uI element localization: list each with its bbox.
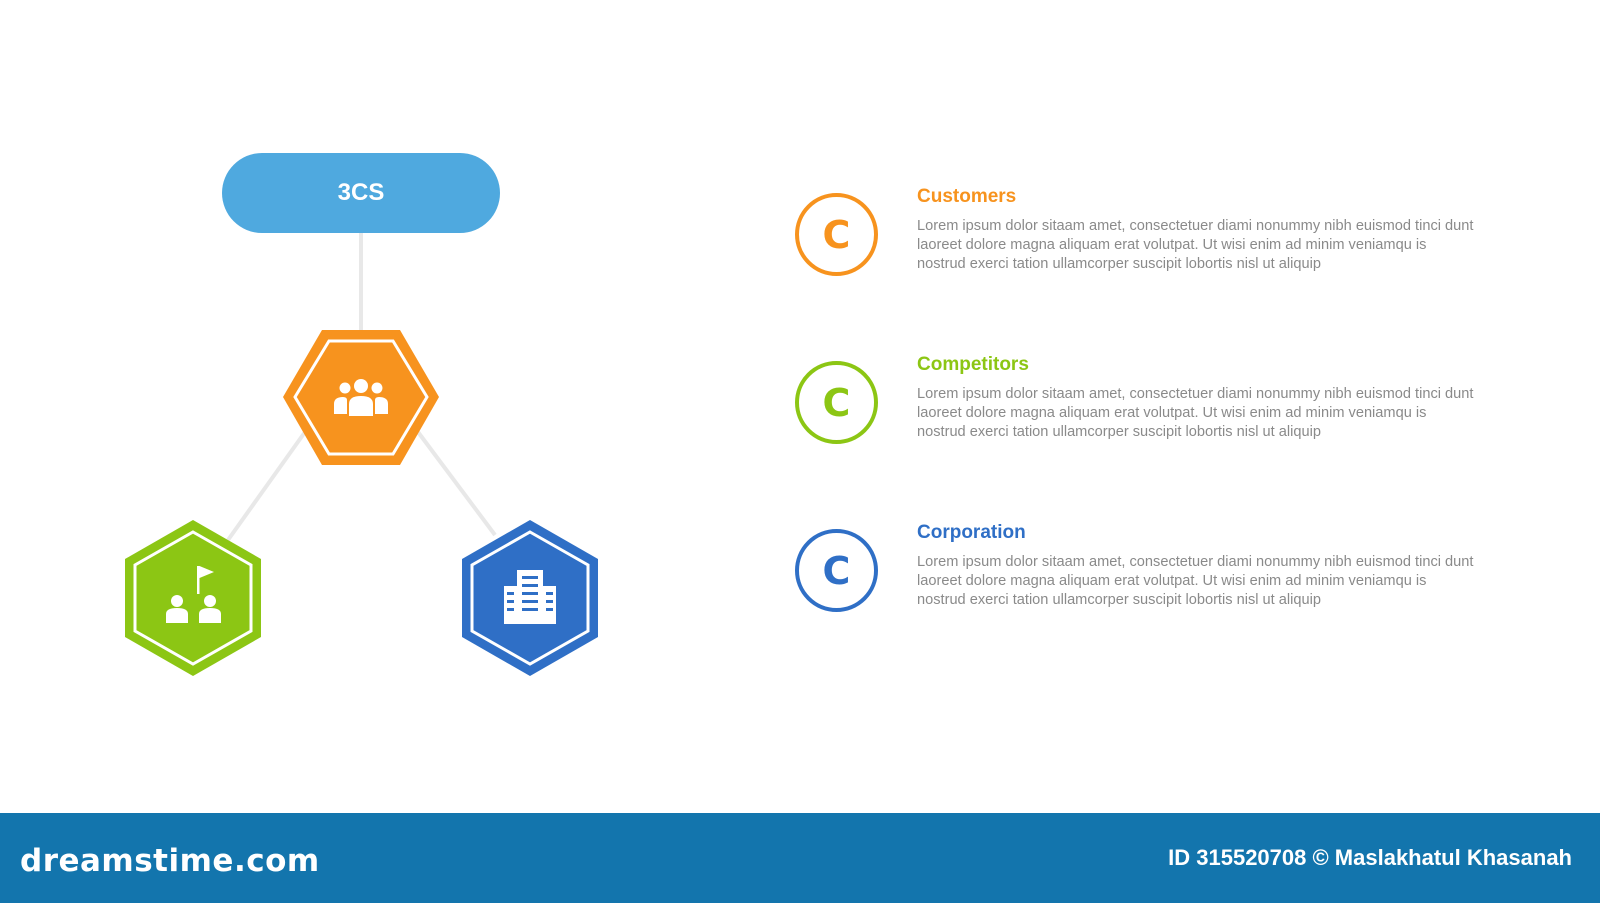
list-item-corporation: C Corporation Lorem ipsum dolor sitaam a… <box>795 522 1575 629</box>
competitors-title: Competitors <box>917 354 1029 375</box>
corporation-title: Corporation <box>917 522 1026 543</box>
competitors-badge: C <box>795 361 878 444</box>
corporation-badge: C <box>795 529 878 612</box>
connector-customers-corporation <box>416 430 497 537</box>
competitors-description: Lorem ipsum dolor sitaam amet, consectet… <box>917 386 1474 440</box>
corporation-description: Lorem ipsum dolor sitaam amet, consectet… <box>917 554 1474 608</box>
list-item-customers: C Customers Lorem ipsum dolor sitaam ame… <box>795 186 1575 293</box>
customers-description: Lorem ipsum dolor sitaam amet, consectet… <box>917 218 1474 272</box>
hexagon-customers <box>283 330 439 465</box>
connector-customers-competitors <box>226 430 307 542</box>
customers-title: Customers <box>917 186 1017 207</box>
building-icon <box>504 570 556 624</box>
customers-badge-letter: C <box>822 212 851 257</box>
watermark-footer: dreamstime.com ID 315520708 © Maslakhatu… <box>0 813 1600 903</box>
people-flag-icon <box>166 566 221 623</box>
customers-badge: C <box>795 193 878 276</box>
hexagon-corporation <box>462 520 598 676</box>
image-credit: ID 315520708 © Maslakhatul Khasanah <box>1168 845 1572 870</box>
competitors-badge-letter: C <box>822 380 851 425</box>
people-group-icon <box>334 379 388 416</box>
root-label: 3CS <box>337 179 385 206</box>
list-item-competitors: C Competitors Lorem ipsum dolor sitaam a… <box>795 354 1575 461</box>
root-node-3cs: 3CS <box>222 153 500 233</box>
hexagon-competitors <box>125 520 261 676</box>
brand-logo: dreamstime.com <box>20 843 320 879</box>
corporation-badge-letter: C <box>822 548 851 593</box>
